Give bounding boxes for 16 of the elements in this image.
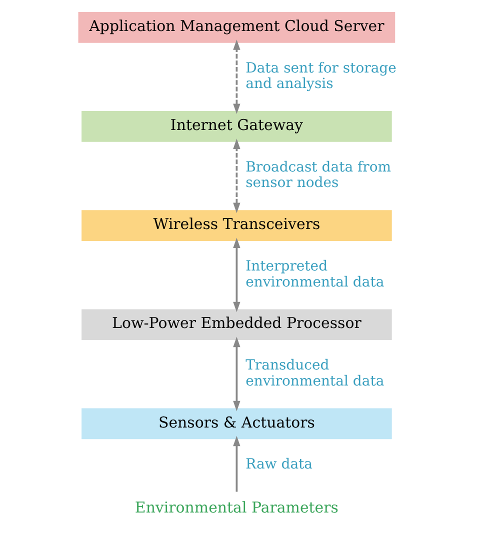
arrow (233, 238, 240, 312)
edge-label: Data sent for storage and analysis (246, 60, 396, 92)
edge-label: Broadcast data from sensor nodes (246, 159, 392, 192)
node-box: Internet Gateway (82, 111, 392, 142)
node-box: Wireless Transceivers (82, 210, 392, 241)
edge-label: Interpreted environmental data (246, 258, 384, 290)
arrow (233, 436, 240, 492)
arrow (233, 336, 240, 412)
edge-label: Transduced environmental data (246, 357, 384, 390)
arrow (233, 138, 240, 214)
node-box: Sensors & Actuators (82, 408, 392, 440)
node-box: Application Management Cloud Server (78, 12, 396, 43)
arrow (233, 40, 240, 114)
node-box: Low-Power Embedded Processor (82, 309, 392, 340)
node-text: Environmental Parameters (134, 498, 338, 516)
edge-label: Raw data (246, 456, 313, 473)
